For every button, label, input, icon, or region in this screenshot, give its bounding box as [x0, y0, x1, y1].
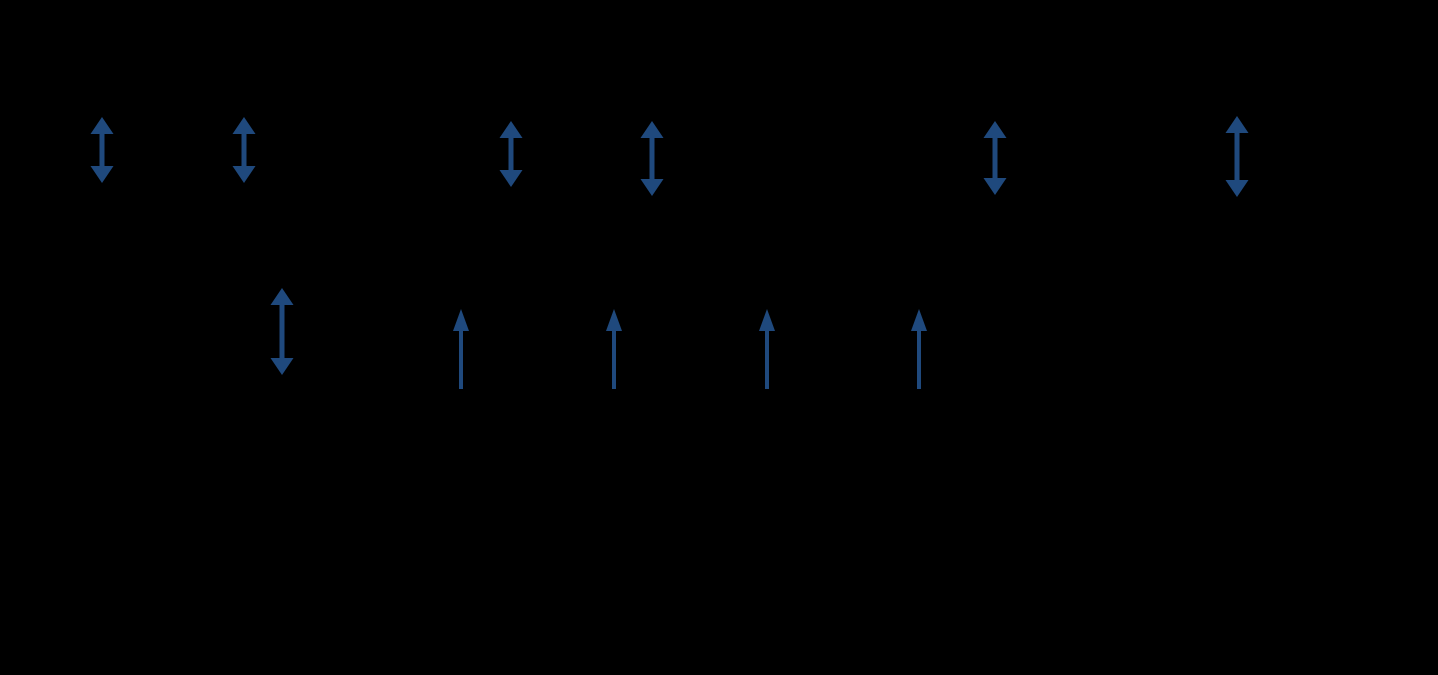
double-arrow-icon [983, 121, 1007, 195]
up-arrow-icon [606, 309, 622, 389]
double-arrow-icon [270, 288, 294, 375]
double-arrow-icon [640, 121, 664, 196]
double-arrow-icon [1225, 116, 1249, 197]
double-arrow-icon [232, 117, 256, 183]
up-arrow-icon [453, 309, 469, 389]
up-arrow-icon [759, 309, 775, 389]
up-arrow-icon [911, 309, 927, 389]
double-arrow-icon [90, 117, 114, 183]
double-arrow-icon [499, 121, 523, 187]
